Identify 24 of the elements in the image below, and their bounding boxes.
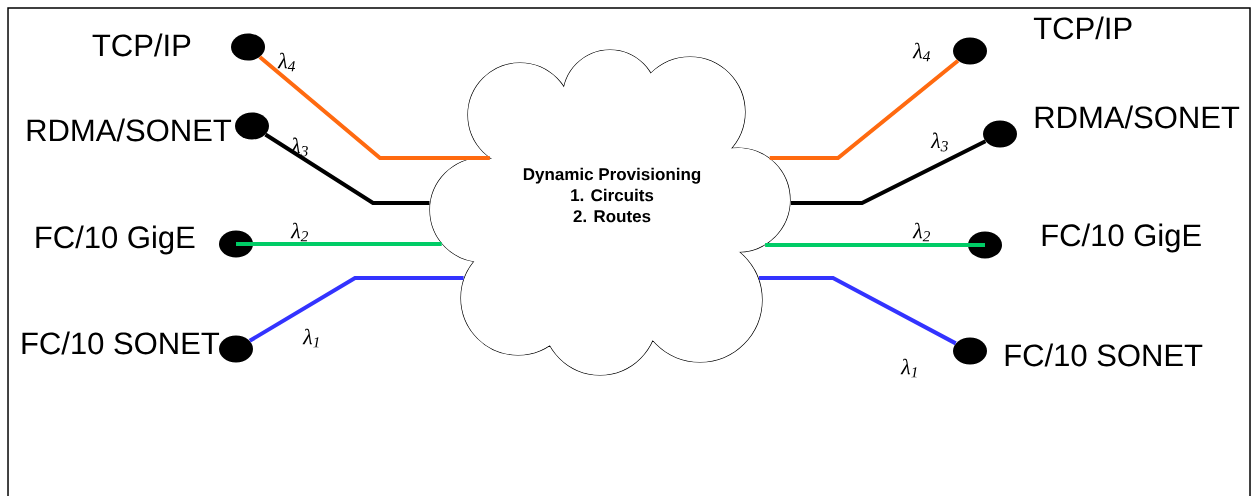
connector-line [248,276,464,343]
connector-line [790,139,987,205]
connector-line [759,276,957,346]
endpoint-label: RDMA/SONET [1035,105,1240,129]
wavelength-label: λ$_{2}$ [912,222,931,242]
endpoint-label: TCP/IP [92,33,191,57]
wavelength-label: λ$_{1}$ [302,328,319,348]
endpoint-label: FC/10 GigE [1042,223,1201,253]
wavelength-label: λ$_{3}$ [930,132,948,152]
wavelength-label: λ$_{2}$ [290,222,309,242]
endpoint-label: RDMA/SONET [27,118,232,142]
connector-line [258,55,490,160]
connector-line [769,59,960,160]
wavelength-label: λ$_{4}$ [277,52,296,72]
connector-line [264,132,430,205]
endpoint-label: FC/10 SONET [22,331,220,355]
endpoint-label: FC/10 GigE [36,225,195,255]
connector-line [765,243,985,247]
connector-line [236,242,442,246]
cloud: Dynamic Provisioning 1. Circuits 2. Routes [429,49,791,376]
endpoint-label: FC/10 SONET [1005,343,1203,367]
wavelength-label: λ$_{1}$ [900,358,917,378]
endpoint-label: TCP/IP [1033,16,1132,40]
wavelength-label: λ$_{4}$ [912,42,931,62]
